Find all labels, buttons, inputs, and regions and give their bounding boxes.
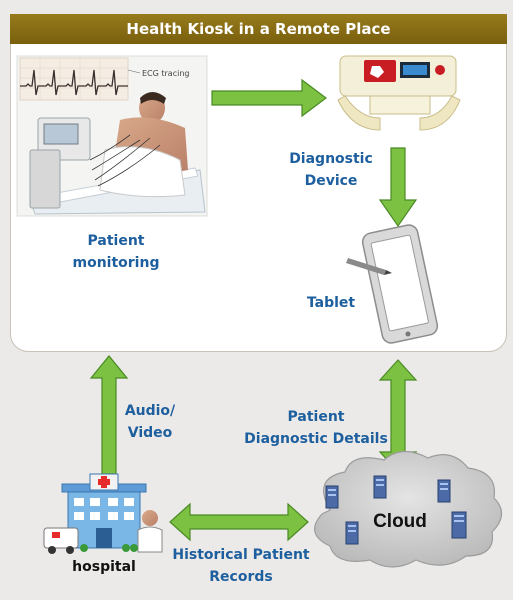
server-icon (373, 475, 387, 499)
kiosk-title: Health Kiosk in a Remote Place (126, 20, 391, 38)
ecg-trace (20, 69, 128, 96)
diagnostic-device-icon (337, 55, 461, 131)
kiosk-banner: Health Kiosk in a Remote Place (10, 14, 507, 44)
tablet-label: Tablet (306, 295, 356, 311)
historical-records-label: Historical Patient Records (172, 547, 310, 585)
arrow-patient-to-device (211, 78, 327, 118)
ecg-label: ECG tracing (142, 69, 189, 78)
arrow-audio-video (89, 355, 129, 475)
patient-photo: ECG tracing (16, 55, 208, 217)
server-icon (325, 485, 339, 509)
patient-diagnostic-details-label: Patient Diagnostic Details (244, 409, 388, 447)
diagnostic-device-label: Diagnostic Device (289, 151, 373, 189)
hospital-label: hospital (72, 559, 136, 575)
patient-monitoring-label: Patient monitoring (72, 233, 160, 271)
arrow-device-to-tablet (378, 147, 418, 228)
cloud-label: Cloud (373, 511, 427, 532)
hospital-icon: hospital (43, 473, 163, 575)
server-icon (345, 521, 359, 545)
cloud-icon: Cloud (314, 450, 503, 568)
server-icon (437, 479, 451, 503)
tablet-icon (346, 224, 439, 344)
audio-video-label: Audio/ Video (124, 403, 176, 441)
arrow-hospital-cloud (169, 502, 309, 542)
server-icon (451, 511, 467, 539)
arrow-tablet-cloud (378, 359, 418, 473)
